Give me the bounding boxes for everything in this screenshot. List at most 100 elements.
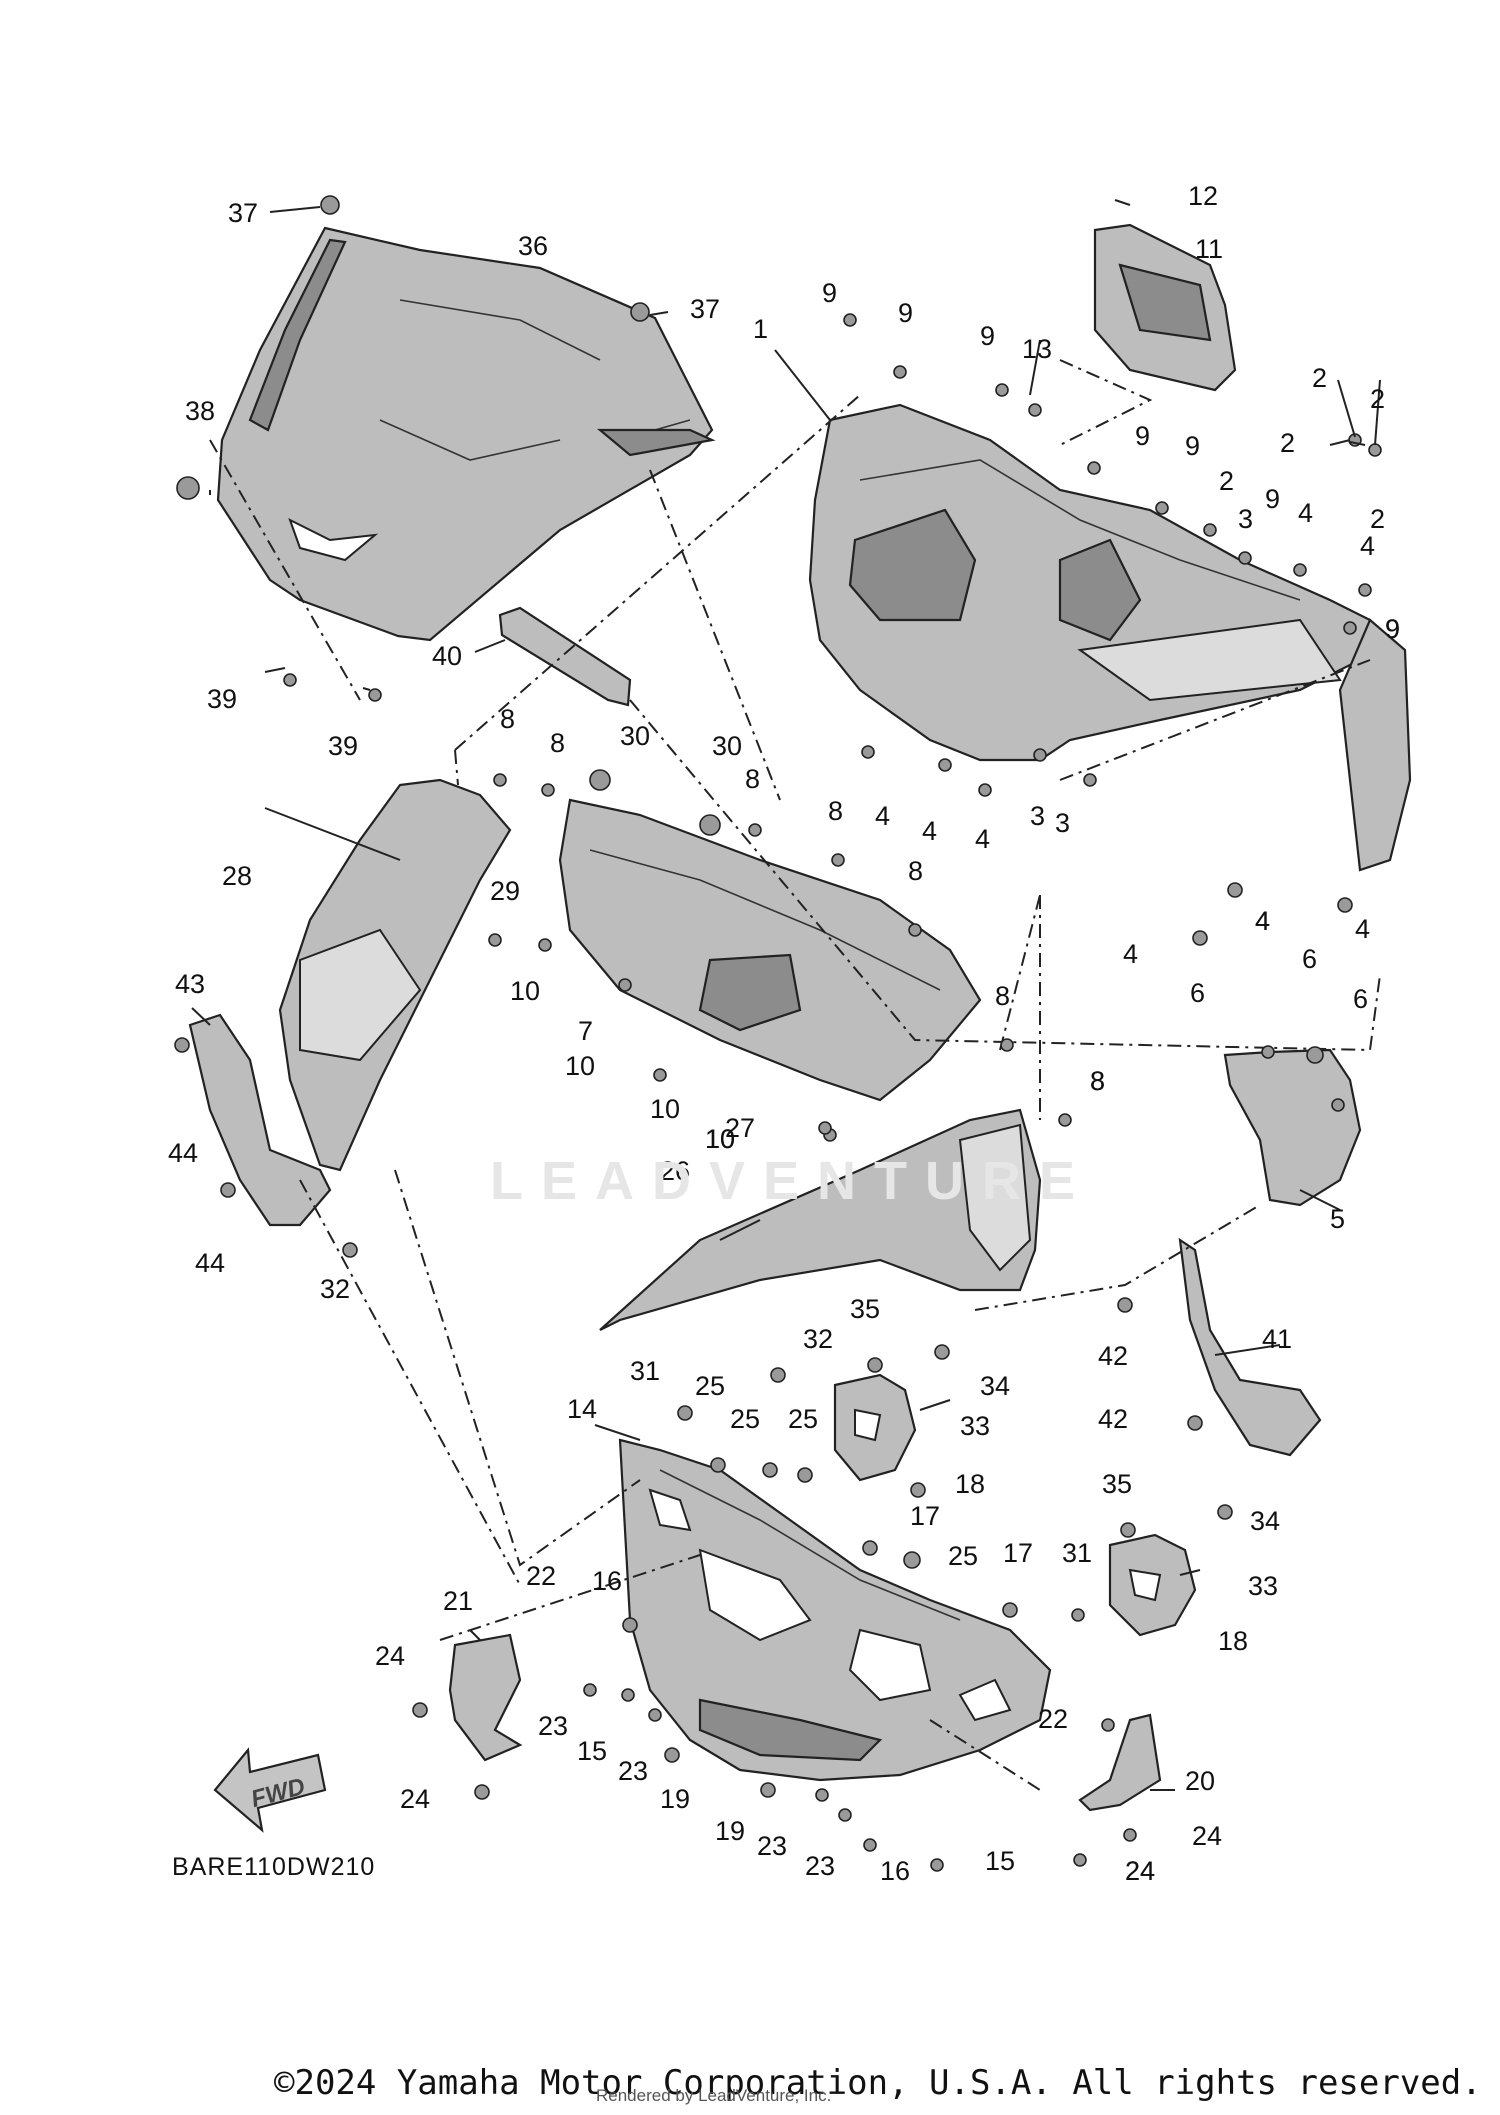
callout-21: 21 <box>443 1586 473 1616</box>
callout-8: 8 <box>1090 1066 1105 1096</box>
callout-17: 17 <box>910 1501 940 1531</box>
callout-40: 40 <box>432 641 462 671</box>
callout-14: 14 <box>567 1394 597 1424</box>
callout-7: 7 <box>578 1016 593 1046</box>
callout-8: 8 <box>828 796 843 826</box>
callout-23: 23 <box>538 1711 568 1741</box>
callout-2: 2 <box>1370 384 1385 414</box>
callout-24: 24 <box>375 1641 405 1671</box>
callout-8: 8 <box>908 856 923 886</box>
part-33-bracket-lower <box>1108 1533 1197 1637</box>
part-21-left-splash <box>448 1633 523 1762</box>
callout-26: 26 <box>660 1156 690 1186</box>
callout-41: 41 <box>1262 1324 1292 1354</box>
part-20-right-splash <box>1078 1713 1162 1812</box>
callout-16: 16 <box>880 1856 910 1886</box>
fwd-arrow: FWD <box>213 1747 327 1833</box>
callout-8: 8 <box>550 728 565 758</box>
callout-19: 19 <box>715 1816 745 1846</box>
callout-18: 18 <box>1218 1626 1248 1656</box>
callout-8: 8 <box>1090 1066 1105 1096</box>
callout-29: 29 <box>490 876 520 906</box>
callout-44: 44 <box>195 1248 225 1278</box>
callout-1: 1 <box>753 314 768 344</box>
part-11-panel <box>1093 223 1237 392</box>
callout-23: 23 <box>757 1831 787 1861</box>
callout-38: 38 <box>185 396 215 426</box>
callout-11: 11 <box>1195 234 1223 264</box>
watermark: LEADVENTURE <box>490 1151 1094 1211</box>
callout-25: 25 <box>948 1541 978 1571</box>
callout-23: 23 <box>805 1851 835 1881</box>
callout-9: 9 <box>822 278 837 308</box>
callout-32: 32 <box>803 1324 833 1354</box>
alignment-lines <box>209 359 1381 1791</box>
leader-lines <box>191 199 1381 1791</box>
callout-10: 10 <box>565 1051 595 1081</box>
callout-15: 15 <box>985 1846 1015 1876</box>
callout-9: 9 <box>1265 484 1280 514</box>
callout-8: 8 <box>995 981 1010 1011</box>
callout-23: 23 <box>618 1756 648 1786</box>
callout-4: 4 <box>1123 939 1138 969</box>
copyright-notice: ©2024 Yamaha Motor Corporation, U.S.A. A… <box>274 2063 1482 2103</box>
callout-22: 22 <box>1038 1704 1068 1734</box>
diagram-code: BARE110DW210 <box>172 1853 376 1881</box>
callout-35: 35 <box>850 1294 880 1324</box>
part-1-front-panel <box>808 403 1412 872</box>
callout-4: 4 <box>975 824 990 854</box>
callout-12: 12 <box>1188 181 1218 211</box>
callout-20: 20 <box>1185 1766 1215 1796</box>
callout-24: 24 <box>400 1784 430 1814</box>
callout-30: 30 <box>712 731 742 761</box>
callout-labels: 1 2 2 2 2 2 3 3 3 4 4 4 4 4 4 4 4 4 5 6 … <box>168 181 1400 1886</box>
part-28-left-fender <box>278 778 512 1172</box>
callout-4: 4 <box>1255 906 1270 936</box>
callout-30: 30 <box>620 721 650 751</box>
callout-9: 9 <box>1135 421 1150 451</box>
callout-3: 3 <box>1238 504 1253 534</box>
callout-6: 6 <box>1353 984 1368 1014</box>
callout-36: 36 <box>518 231 548 261</box>
callout-4: 4 <box>875 801 890 831</box>
callout-3: 3 <box>1055 808 1070 838</box>
callout-19: 19 <box>660 1784 690 1814</box>
callout-2: 2 <box>1312 363 1327 393</box>
part-5-right-bracket <box>1223 1048 1362 1207</box>
callout-25: 25 <box>788 1404 818 1434</box>
part-41-right-trim <box>1178 1237 1322 1457</box>
callout-4: 4 <box>1298 498 1313 528</box>
callout-43: 43 <box>175 969 205 999</box>
callout-6: 6 <box>1302 944 1317 974</box>
callout-4: 4 <box>1355 914 1370 944</box>
callout-10: 10 <box>705 1124 735 1154</box>
callout-42: 42 <box>1098 1404 1128 1434</box>
callout-35: 35 <box>1102 1469 1132 1499</box>
callout-18: 18 <box>955 1469 985 1499</box>
part-7-mid-panel <box>558 798 982 1102</box>
callout-17: 17 <box>1003 1538 1033 1568</box>
callout-42: 42 <box>1098 1341 1128 1371</box>
part-26-center-panel <box>599 1108 1042 1331</box>
callout-15: 15 <box>577 1736 607 1766</box>
part-33-bracket-upper <box>833 1373 917 1482</box>
callout-37: 37 <box>690 294 720 324</box>
callout-27: 27 <box>725 1113 755 1143</box>
callout-9: 9 <box>1385 614 1400 644</box>
callout-31: 31 <box>630 1356 660 1386</box>
callout-22: 22 <box>526 1561 556 1591</box>
callout-9: 9 <box>898 298 913 328</box>
callout-24: 24 <box>1192 1821 1222 1851</box>
callout-39: 39 <box>207 684 237 714</box>
callout-10: 10 <box>705 1124 735 1154</box>
callout-4: 4 <box>922 816 937 846</box>
callout-2: 2 <box>1280 428 1295 458</box>
part-43-left-trim <box>188 1013 332 1227</box>
callout-33: 33 <box>960 1411 990 1441</box>
callout-10: 10 <box>650 1094 680 1124</box>
rendered-by-credit: Rendered by LeadVenture, Inc. <box>596 2086 832 2105</box>
callout-4: 4 <box>1360 531 1375 561</box>
callout-24: 24 <box>1125 1856 1155 1886</box>
callout-13: 13 <box>1022 334 1052 364</box>
callout-10: 10 <box>510 976 540 1006</box>
